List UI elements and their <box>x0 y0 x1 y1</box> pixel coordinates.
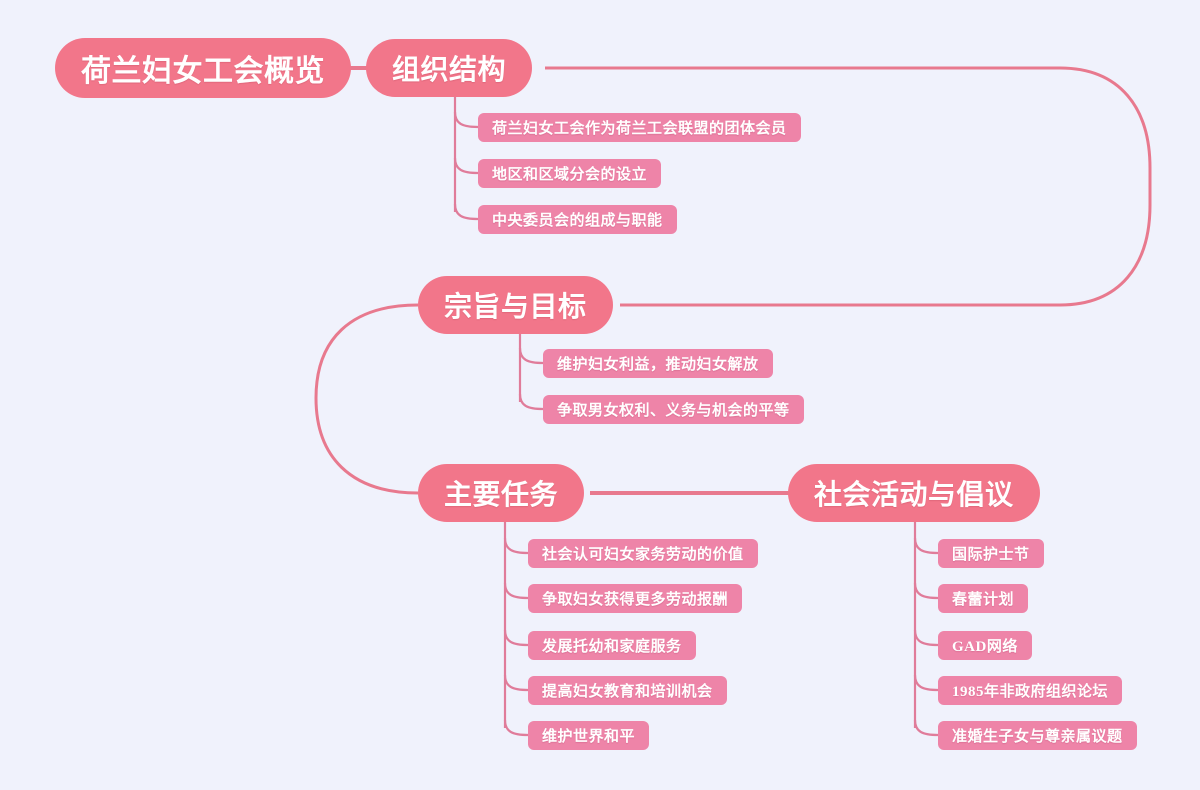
leaf-node-task-4[interactable]: 提高妇女教育和培训机会 <box>528 676 727 705</box>
leaf-branch-org-1 <box>453 111 479 129</box>
leaf-node-task-2[interactable]: 争取妇女获得更多劳动报酬 <box>528 584 743 613</box>
leaf-node-purpose-2[interactable]: 争取男女权利、义务与机会的平等 <box>543 395 804 424</box>
leaf-branch-org-3 <box>453 203 479 221</box>
leaf-branch-purpose-1 <box>518 347 544 365</box>
leaf-branch-purpose-2 <box>518 393 544 411</box>
leaf-node-org-3[interactable]: 中央委员会的组成与职能 <box>478 205 677 234</box>
leaf-branch-task-1 <box>503 537 529 555</box>
leaf-node-activity-1[interactable]: 国际护士节 <box>938 539 1044 568</box>
leaf-node-task-3[interactable]: 发展托幼和家庭服务 <box>528 631 696 660</box>
leaf-node-org-1[interactable]: 荷兰妇女工会作为荷兰工会联盟的团体会员 <box>478 113 801 142</box>
leaf-node-task-5[interactable]: 维护世界和平 <box>528 721 650 750</box>
leaf-node-activity-3[interactable]: GAD网络 <box>938 631 1032 660</box>
leaf-node-activity-5[interactable]: 准婚生子女与尊亲属议题 <box>938 721 1137 750</box>
leaf-branch-act-5 <box>913 719 939 737</box>
leaf-node-task-1[interactable]: 社会认可妇女家务劳动的价值 <box>528 539 758 568</box>
branch-node-purpose[interactable]: 宗旨与目标 <box>418 276 613 334</box>
leaf-node-activity-2[interactable]: 春蕾计划 <box>938 584 1029 613</box>
leaf-node-activity-4[interactable]: 1985年非政府组织论坛 <box>938 676 1123 705</box>
leaf-branch-act-4 <box>913 674 939 692</box>
leaf-branch-act-1 <box>913 537 939 555</box>
branch-node-organization[interactable]: 组织结构 <box>366 39 533 97</box>
branch-node-social-activities[interactable]: 社会活动与倡议 <box>788 464 1040 522</box>
leaf-branch-org-2 <box>453 157 479 175</box>
leaf-branch-task-3 <box>503 629 529 647</box>
root-node[interactable]: 荷兰妇女工会概览 <box>55 38 351 98</box>
leaf-node-org-2[interactable]: 地区和区域分会的设立 <box>478 159 662 188</box>
leaf-branch-task-5 <box>503 719 529 737</box>
leaf-branch-act-2 <box>913 582 939 600</box>
link-purpose-to-tasks <box>314 303 419 495</box>
leaf-node-purpose-1[interactable]: 维护妇女利益，推动妇女解放 <box>543 349 773 378</box>
leaf-branch-task-4 <box>503 674 529 692</box>
branch-node-main-tasks[interactable]: 主要任务 <box>418 464 585 522</box>
leaf-branch-act-3 <box>913 629 939 647</box>
leaf-branch-task-2 <box>503 582 529 600</box>
